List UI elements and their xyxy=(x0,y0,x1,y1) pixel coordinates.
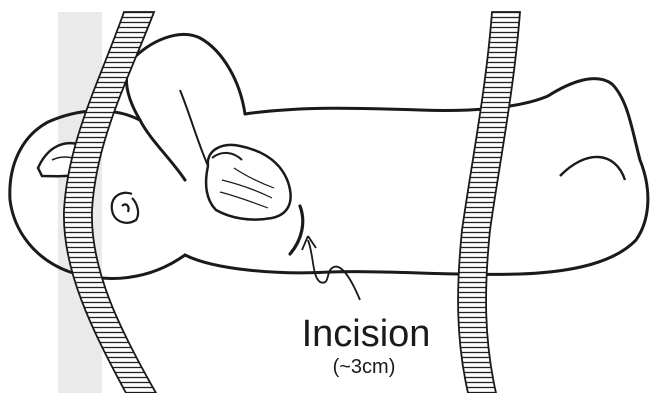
leg-crease xyxy=(560,157,625,180)
ear xyxy=(112,193,138,223)
arm-inner-line xyxy=(180,90,210,170)
right-strap xyxy=(458,12,520,393)
incision-size-label: (~3cm) xyxy=(322,356,406,378)
incision-mark xyxy=(290,206,303,254)
callout-leader xyxy=(308,240,360,300)
chest-pad xyxy=(206,145,291,220)
incision-label: Incision xyxy=(296,314,436,354)
